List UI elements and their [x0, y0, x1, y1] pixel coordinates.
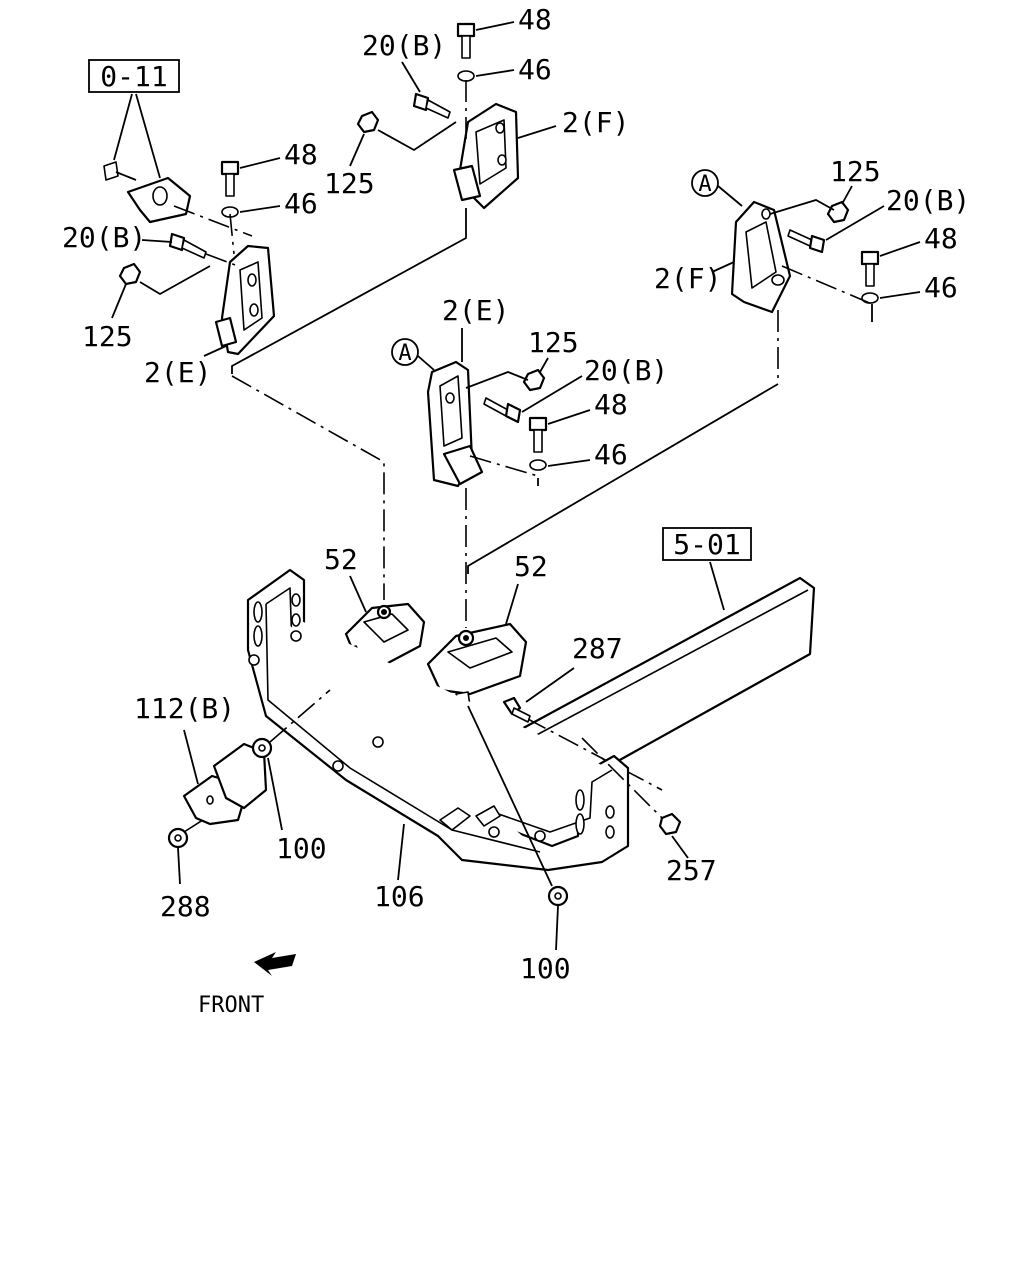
nut-125-top: [356, 110, 380, 134]
label-100-left: 100: [276, 832, 327, 865]
bolt-48-right: [860, 250, 880, 287]
bracket-2f-right: [730, 200, 792, 314]
circle-ref-a-mid-label: A: [398, 341, 411, 366]
label-48-left: 48: [284, 138, 318, 171]
label-257: 257: [666, 854, 717, 887]
nut-125-right: [826, 200, 850, 224]
nut-125-mid: [522, 368, 546, 392]
label-2e-left: 2(E): [144, 356, 211, 389]
label-20b-top: 20(B): [362, 29, 446, 62]
circle-ref-a-mid[interactable]: A: [391, 338, 419, 366]
label-125-right: 125: [830, 155, 881, 188]
crossmember-106: [246, 568, 630, 872]
label-46-left: 46: [284, 187, 318, 220]
label-20b-mid: 20(B): [584, 354, 668, 387]
label-287: 287: [572, 632, 623, 665]
label-52-right: 52: [514, 550, 548, 583]
front-arrow-icon: [254, 952, 296, 976]
label-125-mid: 125: [528, 326, 579, 359]
bracket-2f-top: [452, 102, 520, 210]
circle-ref-a-right[interactable]: A: [691, 169, 719, 197]
label-48-right: 48: [924, 222, 958, 255]
bracket-2e-left: [214, 244, 276, 356]
bolt-20b-left: [168, 232, 207, 259]
bolt-20b-mid: [483, 397, 522, 424]
bolt-48-mid: [528, 416, 548, 453]
front-label: FRONT: [198, 993, 264, 1018]
washer-46-top: [457, 70, 475, 82]
ref-box-5-01[interactable]: 5-01: [662, 527, 752, 561]
label-125-left: 125: [82, 320, 133, 353]
label-52-left: 52: [324, 543, 358, 576]
ref-box-0-11[interactable]: 0-11: [88, 59, 180, 93]
label-288: 288: [160, 890, 211, 923]
label-2f-top: 2(F): [562, 106, 629, 139]
washer-46-mid: [529, 459, 547, 471]
ref-5-01-label: 5-01: [673, 528, 740, 561]
label-48-mid: 48: [594, 388, 628, 421]
label-46-top: 46: [518, 53, 552, 86]
label-20b-right: 20(B): [886, 184, 970, 217]
bracket-112b: [182, 742, 268, 826]
label-2f-right: 2(F): [654, 262, 721, 295]
nut-125-left: [118, 262, 142, 286]
label-2e-mid: 2(E): [442, 294, 509, 327]
label-125-top: 125: [324, 167, 375, 200]
nut-257: [658, 812, 682, 836]
bracket-2e-mid: [426, 360, 484, 488]
label-48-top: 48: [518, 3, 552, 36]
label-46-mid: 46: [594, 438, 628, 471]
label-112b: 112(B): [134, 692, 235, 725]
label-106: 106: [374, 880, 425, 913]
label-100-bottom: 100: [520, 952, 571, 985]
bolt-20b-top: [412, 92, 451, 119]
bolt-48-left: [220, 160, 240, 197]
bolt-20b-right: [787, 229, 826, 254]
bolt-48-top: [456, 22, 476, 59]
ref-0-11-label: 0-11: [100, 60, 167, 93]
label-46-right: 46: [924, 271, 958, 304]
plate-0-11: [103, 161, 192, 224]
label-20b-left: 20(B): [62, 221, 146, 254]
circle-ref-a-right-label: A: [698, 172, 711, 197]
